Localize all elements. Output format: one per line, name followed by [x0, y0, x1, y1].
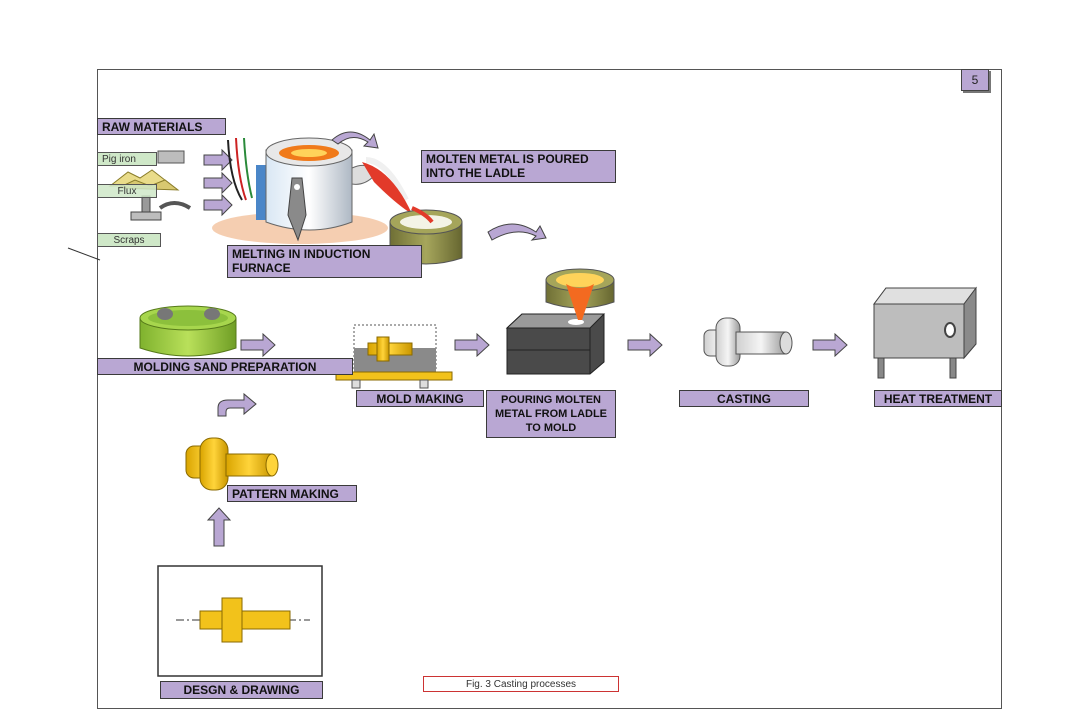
casting-label: CASTING — [679, 390, 809, 407]
raw-materials-label: RAW MATERIALS — [97, 118, 226, 135]
arrow-to-molding-icon — [217, 392, 257, 417]
mold-making-icon — [335, 324, 453, 389]
induction-furnace-icon — [212, 137, 412, 244]
pig-iron-label: Pig iron — [97, 152, 157, 166]
mold-making-label: MOLD MAKING — [356, 390, 484, 407]
arrow-to-heat-treatment-icon — [812, 332, 848, 358]
melting-label: MELTING IN INDUCTION FURNACE — [227, 245, 422, 278]
arrow-to-mold-making-icon — [240, 332, 276, 358]
scraps-icon — [130, 195, 192, 221]
diagram-frame — [97, 69, 1002, 709]
arrow-to-pouring-icon — [454, 332, 490, 358]
flux-label: Flux — [97, 184, 157, 198]
tilt-arrow-icon — [331, 131, 379, 149]
leader-line — [67, 247, 101, 261]
pattern-icon — [185, 437, 279, 491]
heat-treatment-label: HEAT TREATMENT — [874, 390, 1002, 407]
arrow-to-casting-icon — [627, 332, 663, 358]
pouring-label: POURING MOLTEN METAL FROM LADLE TO MOLD — [486, 390, 616, 438]
figure-caption: Fig. 3 Casting processes — [423, 676, 619, 692]
pattern-making-label: PATTERN MAKING — [227, 485, 357, 502]
molding-sand-icon — [139, 305, 237, 357]
molding-sand-label: MOLDING SAND PREPARATION — [97, 358, 353, 375]
molten-poured-label: MOLTEN METAL IS POURED INTO THE LADLE — [421, 150, 616, 183]
scraps-label: Scraps — [97, 233, 161, 247]
page-number: 5 — [961, 69, 989, 91]
casting-icon — [703, 317, 793, 367]
feed-arrows-icon — [203, 148, 233, 217]
design-drawing-icon — [157, 565, 323, 677]
design-drawing-label: DESGN & DRAWING — [160, 681, 323, 699]
pig-iron-icon — [157, 150, 185, 164]
ladle-transfer-arrow-icon — [487, 223, 547, 241]
heat-treatment-oven-icon — [873, 286, 977, 379]
arrow-to-pattern-icon — [206, 507, 232, 547]
pouring-mold-icon — [505, 268, 615, 375]
